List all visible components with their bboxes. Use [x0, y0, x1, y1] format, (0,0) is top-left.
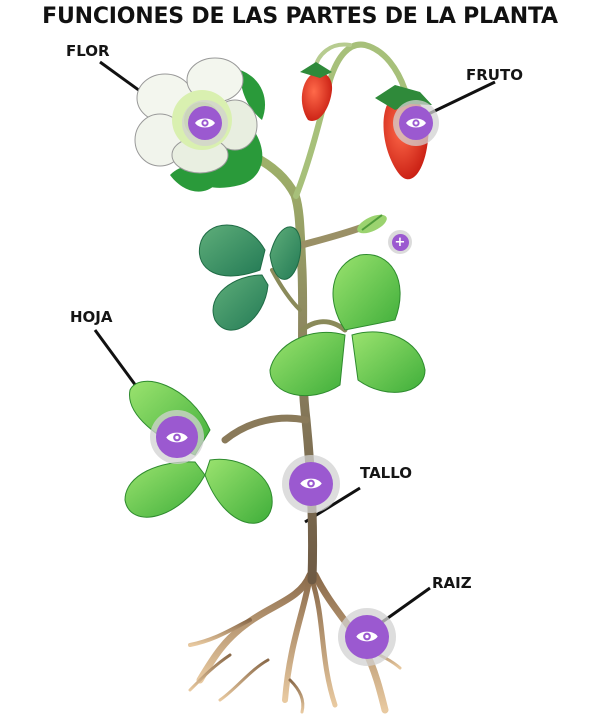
eye-icon: [187, 105, 223, 141]
leaf-upper-left: [198, 224, 302, 331]
strawberry-small: [300, 62, 333, 121]
leaf-right: [269, 253, 426, 397]
label-tallo: TALLO: [360, 464, 413, 482]
hotspot-fruto[interactable]: [393, 100, 439, 146]
label-fruto: FRUTO: [466, 66, 523, 84]
eye-icon: [156, 416, 198, 458]
eye-icon: [288, 461, 334, 507]
diagram-title: FUNCIONES DE LAS PARTES DE LA PLANTA: [42, 4, 558, 29]
label-hoja: HOJA: [70, 308, 113, 326]
label-flor: FLOR: [66, 42, 110, 60]
stem: [221, 41, 408, 585]
label-raiz: RAIZ: [432, 574, 472, 592]
plus-icon: +: [391, 233, 409, 251]
bud: [357, 214, 387, 234]
plus-button[interactable]: +: [388, 230, 412, 254]
eye-icon: [344, 614, 390, 660]
hotspot-hoja[interactable]: [150, 410, 204, 464]
roots: [188, 571, 402, 714]
eye-icon: [398, 105, 434, 141]
hotspot-flor[interactable]: [182, 100, 228, 146]
hotspot-tallo[interactable]: [282, 455, 340, 513]
flower: [134, 57, 266, 192]
hotspot-raiz[interactable]: [338, 608, 396, 666]
